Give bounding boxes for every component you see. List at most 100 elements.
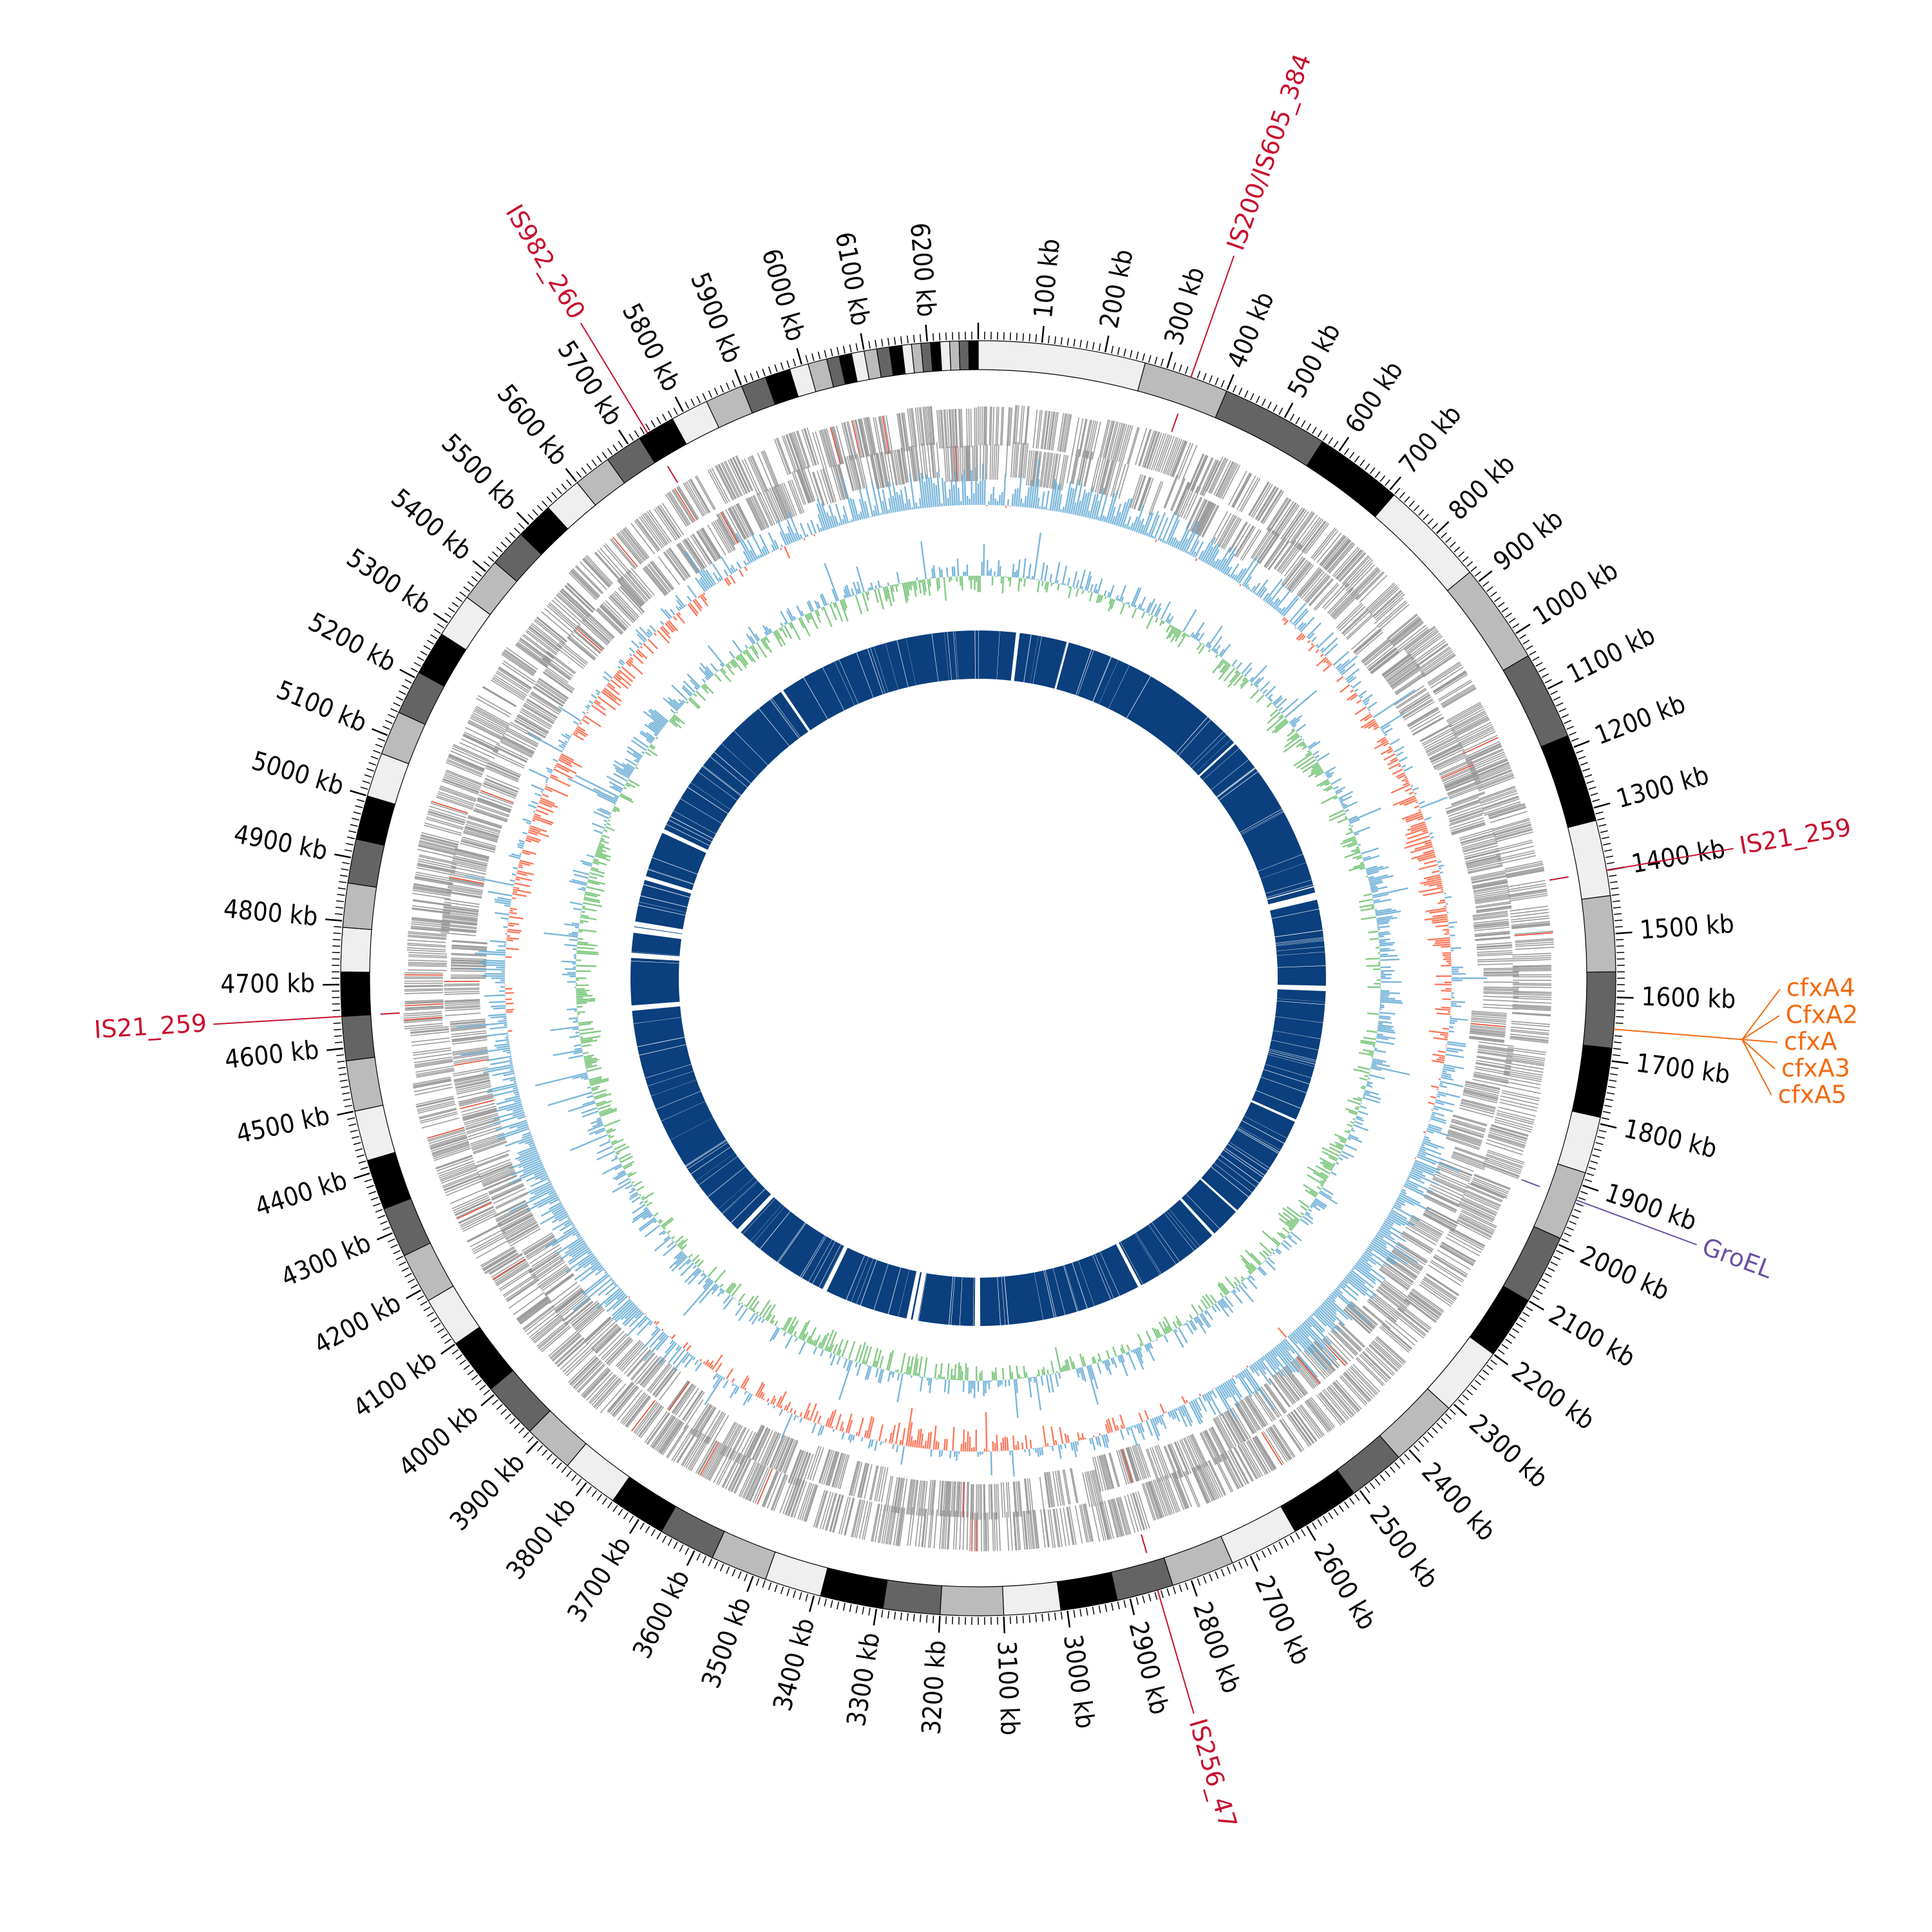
minor-tick <box>1418 1441 1425 1447</box>
gene-tile <box>911 446 917 482</box>
gc-skew-bar <box>516 843 524 848</box>
minor-tick <box>1154 356 1158 365</box>
gene-tile <box>1437 1249 1472 1271</box>
gene-tile <box>1236 1402 1256 1434</box>
gene-tile <box>547 650 576 674</box>
gene-tile <box>1269 1378 1291 1407</box>
minor-tick <box>1273 404 1278 412</box>
minor-tick <box>586 463 592 470</box>
gene-tile <box>730 458 748 494</box>
gene-tile <box>555 1338 585 1365</box>
gc-skew-bar <box>1323 658 1329 663</box>
gene-tile <box>648 563 672 592</box>
gene-tile <box>497 668 531 690</box>
gc-skew-bar <box>1385 1218 1394 1225</box>
major-tick <box>925 325 928 342</box>
gene-tile <box>451 1036 488 1041</box>
gene-tile <box>1175 482 1190 515</box>
gene-tile <box>1510 1037 1549 1044</box>
gene-tile <box>1382 1264 1412 1285</box>
gc-skew-bar <box>509 1078 516 1082</box>
major-tick <box>618 429 629 445</box>
gene-tile <box>430 1135 468 1148</box>
minor-tick <box>1306 423 1312 431</box>
gene-tile <box>1012 1511 1017 1551</box>
minor-tick <box>842 345 846 354</box>
gc-skew-bar <box>490 1059 513 1066</box>
gene-tile <box>1461 1101 1495 1112</box>
gene-tile <box>1430 1184 1463 1200</box>
gene-tile <box>410 1029 450 1034</box>
gc-skew-bar <box>1135 1424 1141 1434</box>
gene-tile <box>1072 449 1081 484</box>
minor-tick <box>527 1436 534 1443</box>
minor-tick <box>1490 591 1497 597</box>
gene-tile <box>484 1253 519 1274</box>
gene-tile <box>1147 1481 1161 1519</box>
gene-tile <box>1472 876 1507 884</box>
gene-tile <box>1473 923 1510 928</box>
gene-tile <box>730 1456 748 1492</box>
gene-tile <box>970 408 972 448</box>
gc-skew-bar <box>1378 1229 1395 1241</box>
minor-tick <box>551 1458 558 1465</box>
ideogram-band <box>1502 1226 1561 1302</box>
gene-tile <box>493 1200 526 1218</box>
minor-tick <box>762 1580 766 1588</box>
minor-tick <box>345 842 354 846</box>
gc-skew-bar <box>521 1133 532 1139</box>
gc-skew-bar <box>1238 557 1257 584</box>
gene-tile <box>1452 1155 1486 1169</box>
gc-skew-bar <box>1316 656 1327 667</box>
gene-tile <box>1382 654 1412 676</box>
gc-skew-bar <box>1192 1399 1203 1418</box>
gene-tile <box>1173 1472 1189 1509</box>
gene-tile <box>1359 574 1388 603</box>
gc-skew-bar <box>1279 607 1286 614</box>
gene-tile <box>1512 967 1551 969</box>
gene-tile <box>1456 722 1492 741</box>
minor-tick <box>1598 824 1607 827</box>
gene-tile <box>1150 481 1164 515</box>
gene-tile <box>605 1338 632 1364</box>
gc-skew-bar <box>1029 1439 1032 1449</box>
gene-tile <box>1463 842 1498 853</box>
gene-tile <box>697 531 717 562</box>
gene-tile <box>901 447 908 483</box>
gene-tile <box>1323 538 1349 569</box>
gene-tile <box>1508 889 1548 897</box>
minor-tick <box>1609 1079 1617 1082</box>
gene-tile <box>456 1202 493 1220</box>
gc-skew-bar <box>1446 1047 1464 1052</box>
gene-tile <box>1434 1255 1468 1277</box>
gene-tile <box>1179 1439 1195 1473</box>
gene-tile <box>1504 860 1543 870</box>
gene-tile <box>1238 1400 1259 1432</box>
gene-tile <box>781 435 796 473</box>
gene-tile <box>795 1452 809 1486</box>
gene-tile <box>893 450 900 486</box>
gene-tile <box>1054 1508 1061 1548</box>
gene-tile <box>417 860 456 870</box>
gene-tile <box>864 1501 873 1540</box>
gene-tile <box>1277 504 1300 538</box>
gene-tile <box>1273 540 1296 569</box>
gene-tile <box>488 1179 522 1195</box>
gene-tile <box>655 507 678 540</box>
gc-skew-bar <box>1206 544 1218 564</box>
gene-tile <box>707 469 727 504</box>
gene-tile <box>618 1342 643 1369</box>
gene-tile <box>560 640 589 664</box>
gc-skew-bar <box>1423 880 1442 886</box>
gene-tile <box>446 769 482 785</box>
gene-tile <box>1494 1119 1533 1131</box>
gene-tile <box>1273 1424 1296 1457</box>
gc-skew-bar <box>1404 1182 1424 1193</box>
gene-tile <box>791 1480 805 1518</box>
gc-skew-bar <box>1381 730 1385 733</box>
gc-skew-bar <box>561 743 566 748</box>
gc-skew-bar <box>1159 538 1162 542</box>
gene-tile <box>538 1323 569 1349</box>
gc-skew-bar <box>879 1441 882 1446</box>
gc-skew-bar <box>554 766 556 769</box>
